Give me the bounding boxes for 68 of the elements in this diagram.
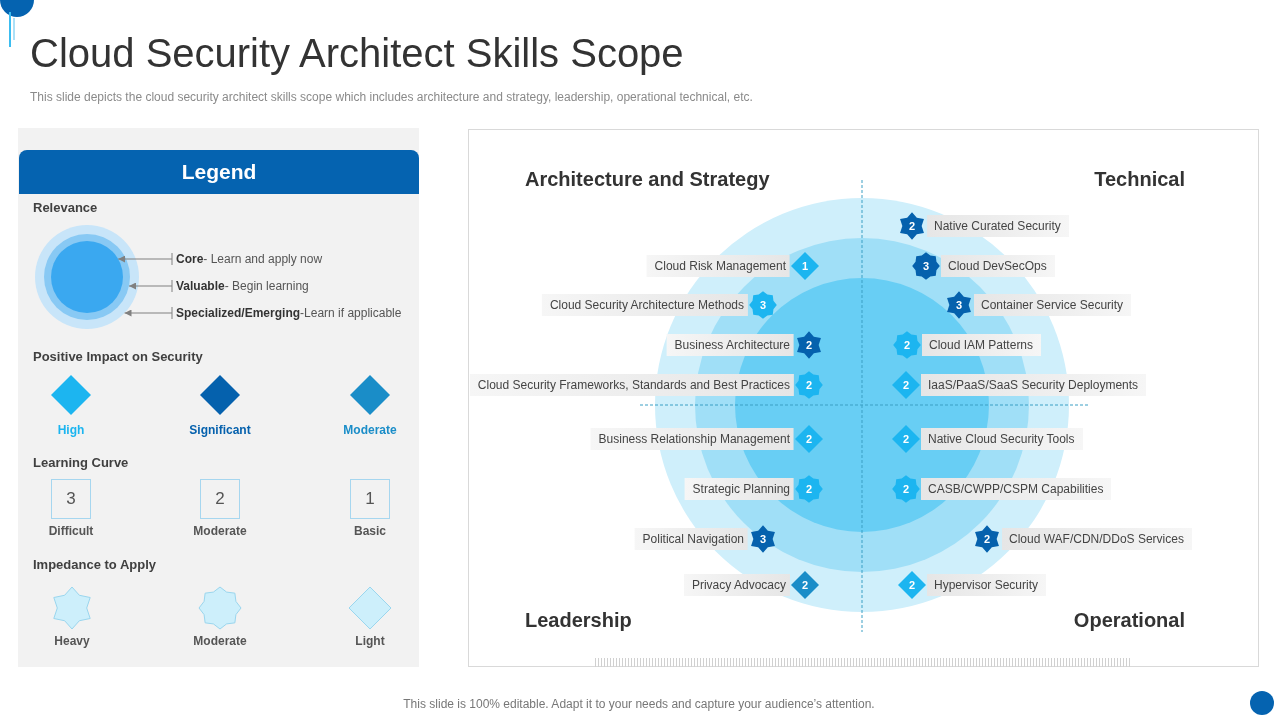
skill-band: Native Curated Security (927, 215, 1069, 237)
leader-line (128, 279, 173, 293)
number-badge: 2 (892, 475, 920, 503)
slide-title: Cloud Security Architect Skills Scope (30, 30, 684, 77)
skill-band: Hypervisor Security (927, 574, 1047, 596)
number-badge: 2 (795, 475, 823, 503)
number-badge: 2 (795, 371, 823, 399)
leader-line (117, 252, 173, 266)
leader-text: Specialized/Emerging-Learn if applicable (176, 305, 402, 321)
section-heading: Positive Impact on Security (33, 349, 203, 365)
number-box: 3 (51, 479, 91, 519)
skill-band: Strategic Planning (684, 478, 794, 500)
number-badge: 2 (898, 212, 926, 240)
quadrant-heading: Architecture and Strategy (525, 167, 770, 191)
legend-label: Moderate (193, 634, 247, 648)
section-heading: Impedance to Apply (33, 557, 157, 573)
skill-band: Cloud Security Frameworks, Standards and Best Practices (469, 374, 794, 396)
quadrant-heading: Technical (1094, 167, 1185, 191)
skill-band: Cloud WAF/CDN/DDoS Services (1002, 528, 1192, 550)
middle-ring (44, 234, 130, 320)
box-caption: Moderate (193, 524, 247, 538)
skill-band: Cloud Security Architecture Methods (541, 294, 748, 316)
skill-band: Privacy Advocacy (683, 574, 790, 596)
box-caption: Basic (354, 524, 386, 538)
section-heading: Relevance (33, 200, 98, 216)
number-badge: 2 (892, 425, 920, 453)
legend-label: Significant (189, 423, 251, 437)
skill-band: Cloud Risk Management (646, 255, 790, 277)
chart-panel (468, 129, 1259, 667)
skill-band: Cloud IAM Patterns (922, 334, 1042, 356)
skill-band: IaaS/PaaS/SaaS Security Deployments (921, 374, 1147, 396)
skill-band: Cloud DevSecOps (941, 255, 1055, 277)
number-box: 1 (350, 479, 390, 519)
number-badge: 1 (791, 252, 819, 280)
quadrant-heading: Operational (1073, 608, 1185, 632)
legend-label: Heavy (54, 634, 90, 648)
number-badge: 2 (893, 331, 921, 359)
number-badge: 2 (795, 331, 823, 359)
inner-circle (51, 241, 123, 313)
number-box: 2 (200, 479, 240, 519)
footer-note: This slide is 100% editable. Adapt it to your needs and capture your audience’s attention. (403, 697, 875, 711)
leader-line (124, 306, 173, 320)
skill-band: Political Navigation (634, 528, 748, 550)
number-badge: 2 (795, 425, 823, 453)
skill-band: CASB/CWPP/CSPM Capabilities (921, 478, 1112, 500)
quadrant-heading: Leadership (525, 608, 632, 632)
legend-label: Light (355, 634, 385, 648)
leader-text: Core- Learn and apply now (176, 251, 323, 267)
number-badge: 3 (945, 291, 973, 319)
legend-panel (18, 128, 419, 667)
legend-label: Moderate (343, 423, 397, 437)
skill-band: Business Architecture (666, 334, 794, 356)
slide-subtitle: This slide depicts the cloud security architect skills scope which includes architecture and strategy, leadership, operational technical, etc. (30, 90, 753, 104)
skill-band: Container Service Security (974, 294, 1132, 316)
number-badge: 3 (912, 252, 940, 280)
leader-text: Valuable- Begin learning (176, 278, 309, 294)
skill-band: Business Relationship Management (590, 428, 794, 450)
number-badge: 3 (749, 525, 777, 553)
skill-band: Native Cloud Security Tools (921, 428, 1083, 450)
legend-label: High (57, 423, 85, 437)
number-badge: 2 (892, 371, 920, 399)
section-heading: Learning Curve (33, 455, 129, 471)
box-caption: Difficult (48, 524, 94, 538)
number-badge: 3 (749, 291, 777, 319)
legend-header: Legend (19, 150, 419, 194)
number-badge: 2 (791, 571, 819, 599)
number-badge: 2 (973, 525, 1001, 553)
number-badge: 2 (898, 571, 926, 599)
